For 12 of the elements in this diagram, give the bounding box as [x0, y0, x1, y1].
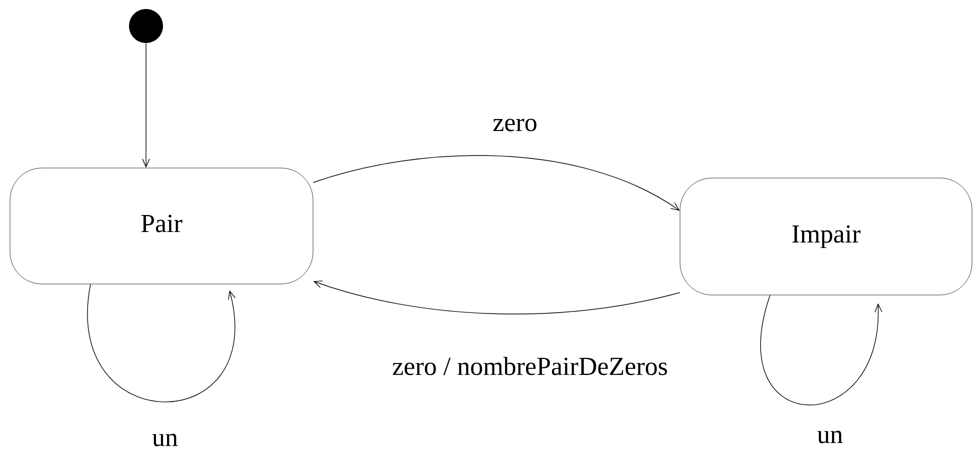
edge-label: zero / nombrePairDeZeros — [391, 356, 669, 376]
initial-state-dot — [129, 9, 163, 43]
edge-label: un — [816, 430, 844, 444]
transition-arrow — [142, 42, 150, 168]
transition-arrow — [760, 294, 882, 406]
edge-label: un — [151, 432, 179, 448]
transition-arrow — [312, 155, 680, 211]
state-box: Pair — [10, 168, 314, 284]
state-box: Impair — [680, 178, 972, 296]
transition-arrow — [313, 280, 680, 314]
edge-label: zero — [492, 118, 538, 132]
transition-arrow — [87, 284, 236, 402]
